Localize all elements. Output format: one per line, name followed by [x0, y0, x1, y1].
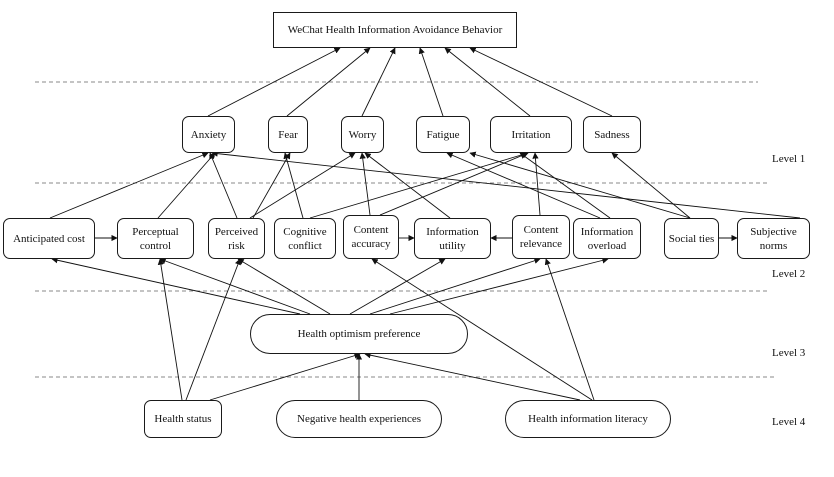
negative-health-experiences-node: Negative health experiences [276, 400, 442, 438]
cognitive-conflict-node: Cognitive conflict [274, 218, 336, 259]
arrow-27 [51, 257, 301, 315]
arrow-30 [349, 258, 446, 315]
content-accuracy-node: Content accuracy [343, 215, 399, 259]
social-ties-node: Social ties [664, 218, 719, 259]
arrow-32 [389, 257, 609, 315]
arrow-20 [469, 151, 691, 219]
irritation-node: Irritation [490, 116, 572, 153]
subjective-norms-node: Subjective norms [737, 218, 810, 259]
level-3-label: Level 3 [772, 347, 806, 359]
arrow-39 [364, 352, 581, 401]
level-1-label: Level 1 [772, 153, 806, 165]
content-relevance-node: Content relevance [512, 215, 570, 259]
arrow-22 [611, 152, 691, 219]
arrow-10 [209, 152, 238, 219]
arrow-5 [444, 47, 531, 117]
information-utility-node: Information utility [414, 218, 491, 259]
fear-node: Fear [268, 116, 308, 153]
health-status-node: Health status [144, 400, 222, 438]
arrow-9 [252, 152, 291, 219]
arrow-28 [159, 257, 311, 315]
arrow-12 [249, 152, 356, 219]
arrow-36 [544, 258, 595, 401]
arrow-1 [207, 47, 341, 117]
arrow-37 [209, 352, 361, 401]
arrow-8 [157, 152, 216, 219]
anticipated-cost-node: Anticipated cost [3, 218, 95, 259]
information-overload-node: Information overload [573, 218, 641, 259]
arrow-35 [371, 258, 593, 401]
arrow-7 [49, 152, 209, 219]
fatigue-node: Fatigue [416, 116, 470, 153]
perceptual-control-node: Perceptual control [117, 218, 194, 259]
arrow-2 [286, 47, 371, 117]
worry-node: Worry [341, 116, 384, 153]
level-2-label: Level 2 [772, 268, 806, 280]
arrow-21 [211, 150, 801, 219]
arrow-16 [309, 151, 529, 219]
level-4-label: Level 4 [772, 416, 806, 428]
arrow-31 [369, 257, 541, 315]
arrow-29 [237, 258, 331, 315]
health-information-literacy-node: Health information literacy [505, 400, 671, 438]
arrow-13 [359, 152, 371, 216]
arrow-6 [469, 47, 613, 117]
arrow-34 [185, 258, 241, 401]
health-optimism-preference-node: Health optimism preference [250, 314, 468, 354]
arrow-14 [364, 152, 451, 219]
anxiety-node: Anxiety [182, 116, 235, 153]
arrow-33 [157, 258, 183, 401]
arrow-3 [361, 47, 396, 117]
arrow-11 [283, 152, 304, 219]
sadness-node: Sadness [583, 116, 641, 153]
arrow-19 [446, 152, 601, 219]
arrow-15 [379, 152, 529, 216]
avoidance-behavior-node: WeChat Health Information Avoidance Beha… [273, 12, 517, 48]
arrow-18 [519, 152, 611, 219]
arrow-4 [418, 47, 444, 117]
perceived-risk-node: Perceived risk [208, 218, 265, 259]
arrow-17 [532, 152, 541, 216]
